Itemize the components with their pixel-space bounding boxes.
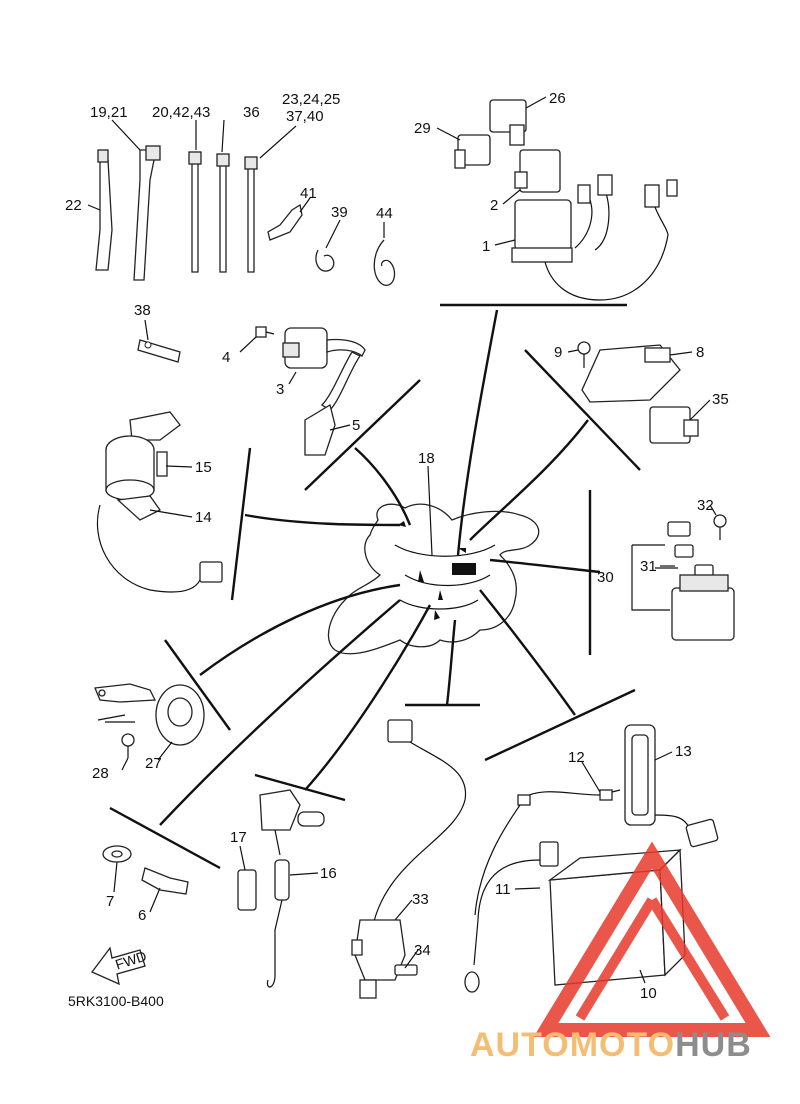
callout-34: 34 — [414, 942, 431, 959]
callout-11: 11 — [495, 881, 511, 898]
callout-36: 36 — [243, 104, 260, 121]
horn-group — [94, 683, 205, 758]
callout-2: 2 — [490, 197, 498, 214]
battery-group — [464, 724, 719, 993]
callout-15: 15 — [195, 459, 212, 476]
leader-lines — [109, 303, 641, 870]
callout-14: 14 — [195, 509, 212, 526]
part-code: 5RK3100-B400 — [68, 993, 164, 1009]
callout-27: 27 — [145, 755, 162, 772]
callout-32: 32 — [697, 497, 714, 514]
callout-19-21: 19,21 — [90, 104, 128, 121]
callout-23-24-25: 23,24,25 — [282, 91, 340, 108]
callout-26: 26 — [549, 90, 566, 107]
watermark-auto: AUTO — [470, 1026, 570, 1064]
callout-28: 28 — [92, 765, 109, 782]
watermark-moto: MOTO — [570, 1026, 675, 1064]
callout-37-40: 37,40 — [286, 108, 324, 125]
callout-hairlines — [87, 96, 717, 984]
callout-10: 10 — [640, 985, 657, 1002]
callout-31: 31 — [640, 558, 657, 575]
watermark-hub: HUB — [675, 1026, 752, 1064]
callout-35: 35 — [712, 391, 729, 408]
callout-12: 12 — [568, 749, 585, 766]
cable-ties-group — [95, 145, 396, 286]
main-switch-group — [96, 411, 223, 593]
callout-8: 8 — [696, 344, 704, 361]
callout-22: 22 — [65, 197, 82, 214]
ignition-coil-group — [137, 326, 366, 456]
callout-3: 3 — [276, 381, 284, 398]
relay-group — [454, 99, 678, 301]
callout-6: 6 — [138, 907, 146, 924]
callout-labels: 19,21 20,42,43 36 23,24,25 37,40 22 41 3… — [65, 90, 729, 1009]
callout-20-42-43: 20,42,43 — [152, 104, 210, 121]
callout-44: 44 — [376, 205, 393, 222]
callout-1: 1 — [482, 238, 490, 255]
sensor-lead-group — [351, 719, 467, 999]
callout-39: 39 — [331, 204, 348, 221]
svg-text:AUTOMOTOHUB: AUTOMOTOHUB — [470, 1026, 752, 1064]
callout-4: 4 — [222, 349, 230, 366]
callout-41: 41 — [300, 185, 317, 202]
rectifier-regulator-group — [577, 341, 699, 444]
callout-33: 33 — [412, 891, 429, 908]
fwd-arrow-icon: FWD — [90, 946, 148, 986]
starter-relay-group — [631, 514, 735, 641]
callout-38: 38 — [134, 302, 151, 319]
sensor-switch-group — [102, 789, 325, 988]
callout-5: 5 — [352, 417, 360, 434]
callout-13: 13 — [675, 743, 692, 760]
callout-16: 16 — [320, 865, 337, 882]
watermark-logo: AUTOMOTOHUB — [470, 841, 771, 1064]
callout-7: 7 — [106, 893, 114, 910]
callout-29: 29 — [414, 120, 431, 137]
callout-18: 18 — [418, 450, 435, 467]
callout-30: 30 — [597, 569, 614, 586]
callout-17: 17 — [230, 829, 247, 846]
ecu-mark — [452, 563, 476, 575]
watermark-triangle-icon — [533, 841, 771, 1037]
motorcycle-frame-illustration — [327, 503, 540, 655]
callout-9: 9 — [554, 344, 562, 361]
